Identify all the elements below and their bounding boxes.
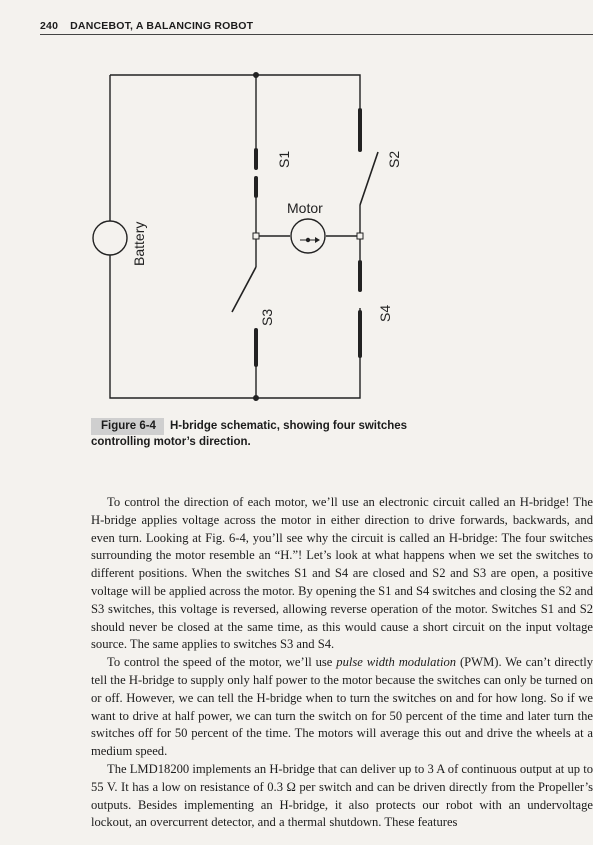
battery-label: Battery bbox=[131, 222, 147, 266]
s1-label: S1 bbox=[276, 151, 292, 168]
s4-label: S4 bbox=[377, 305, 393, 322]
page-header: 240 DANCEBOT, A BALANCING ROBOT bbox=[40, 20, 593, 35]
junction-left bbox=[252, 232, 260, 240]
junction-right bbox=[356, 232, 364, 240]
body-text: To control the direction of each motor, … bbox=[91, 494, 593, 832]
s3-label: S3 bbox=[259, 309, 275, 326]
battery-symbol bbox=[92, 220, 128, 256]
s3-lever bbox=[231, 266, 257, 313]
motor-symbol bbox=[290, 218, 326, 254]
paragraph-3: The LMD18200 implements an H-bridge that… bbox=[91, 761, 593, 830]
motor-label: Motor bbox=[287, 200, 323, 216]
junction-bottom bbox=[253, 395, 259, 401]
pwm-term: pulse width modulation bbox=[336, 655, 457, 670]
figure-caption-text: H-bridge schematic, showing four switche… bbox=[91, 420, 408, 448]
h-bridge-schematic: Battery Motor S1 S2 S3 S4 bbox=[92, 72, 402, 401]
paragraph-1: To control the direction of each motor, … bbox=[91, 495, 593, 652]
junction-top bbox=[253, 72, 259, 78]
figure-label: Figure 6-4 bbox=[91, 418, 164, 435]
top-wire bbox=[110, 74, 361, 108]
s2-label: S2 bbox=[386, 151, 402, 168]
left-wire bbox=[109, 75, 361, 399]
page-number: 240 bbox=[40, 20, 59, 32]
s2-lever bbox=[359, 151, 379, 206]
paragraph-2: To control the speed of the motor, we’ll… bbox=[91, 655, 593, 759]
chapter-title: DANCEBOT, A BALANCING ROBOT bbox=[70, 20, 254, 32]
